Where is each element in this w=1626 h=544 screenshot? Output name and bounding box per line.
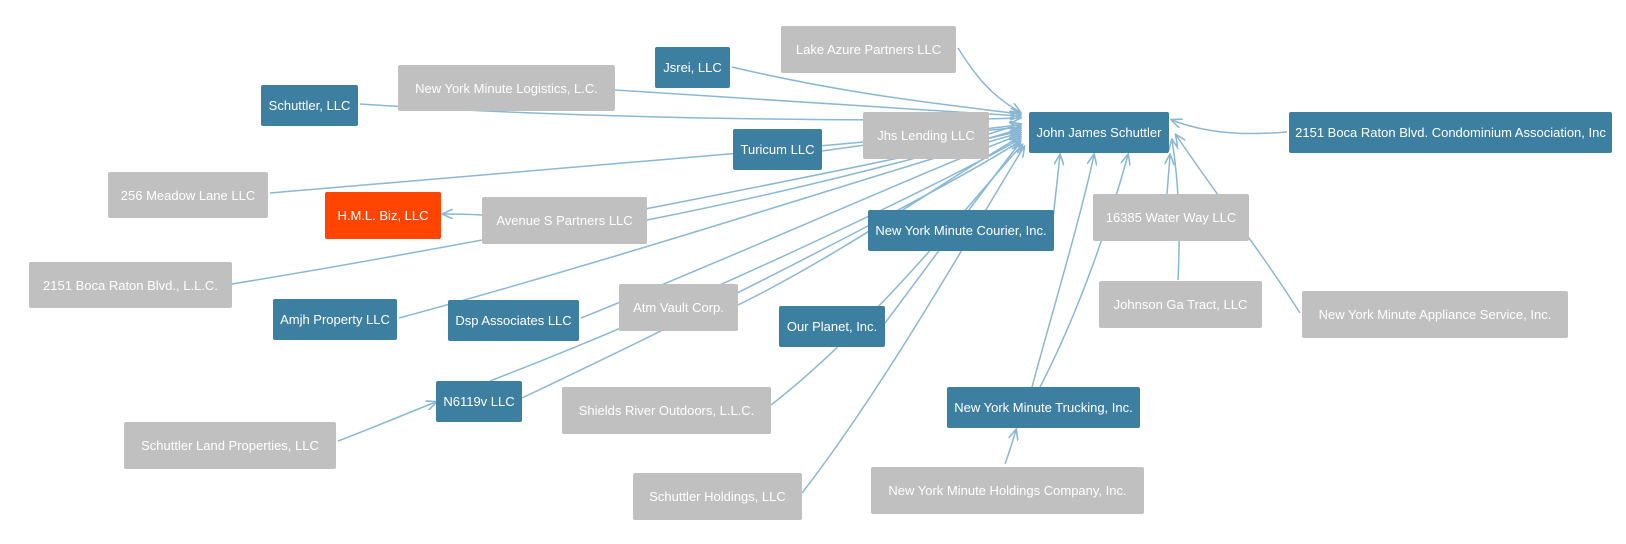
- node-new-york-minute-appliance-service[interactable]: New York Minute Appliance Service, Inc.: [1302, 291, 1568, 338]
- edge-land-n6119: [337, 402, 436, 442]
- node-lake-azure-partners[interactable]: Lake Azure Partners LLC: [781, 26, 956, 73]
- node-boca-raton-condo-association[interactable]: 2151 Boca Raton Blvd. Condominium Associ…: [1289, 112, 1612, 153]
- node-schuttler-land-properties[interactable]: Schuttler Land Properties, LLC: [124, 422, 336, 469]
- node-new-york-minute-holdings-company[interactable]: New York Minute Holdings Company, Inc.: [871, 467, 1144, 514]
- node-new-york-minute-logistics[interactable]: New York Minute Logistics, L.C.: [398, 65, 615, 111]
- node-schuttler-holdings[interactable]: Schuttler Holdings, LLC: [633, 473, 802, 520]
- node-jsrei[interactable]: Jsrei, LLC: [655, 47, 730, 88]
- node-schuttler-llc[interactable]: Schuttler, LLC: [261, 85, 358, 126]
- node-jhs-lending[interactable]: Jhs Lending LLC: [863, 112, 989, 159]
- node-hml-biz[interactable]: H.M.L. Biz, LLC: [325, 192, 441, 239]
- edge-n6119b-john: [521, 141, 1020, 399]
- node-amjh-property[interactable]: Amjh Property LLC: [273, 299, 397, 340]
- node-256-meadow-lane[interactable]: 256 Meadow Lane LLC: [108, 172, 268, 218]
- node-atm-vault-corp[interactable]: Atm Vault Corp.: [619, 284, 738, 331]
- node-johnson-ga-tract[interactable]: Johnson Ga Tract, LLC: [1099, 281, 1262, 328]
- node-avenue-s-partners[interactable]: Avenue S Partners LLC: [482, 197, 647, 244]
- edge-trucking-john-a: [1031, 155, 1094, 388]
- node-turicum[interactable]: Turicum LLC: [733, 129, 822, 170]
- node-dsp-associates[interactable]: Dsp Associates LLC: [448, 300, 579, 341]
- edge-trucking-john-b: [1039, 155, 1128, 388]
- edge-boca-assn-john: [1172, 120, 1288, 135]
- node-16385-water-way[interactable]: 16385 Water Way LLC: [1093, 194, 1249, 241]
- edge-shields-john: [770, 145, 1022, 406]
- node-2151-boca-raton-llc[interactable]: 2151 Boca Raton Blvd., L.L.C.: [29, 262, 232, 308]
- edge-avenue-hml: [443, 214, 483, 215]
- node-n6119v[interactable]: N6119v LLC: [436, 381, 522, 422]
- edge-jsrei-john: [731, 66, 1020, 114]
- node-our-planet[interactable]: Our Planet, Inc.: [779, 306, 885, 347]
- node-john-james-schuttler[interactable]: John James Schuttler: [1029, 112, 1169, 153]
- edge-nymhc-trucking: [1004, 430, 1016, 465]
- edge-holdings-john: [801, 147, 1024, 494]
- edge-water-john: [1167, 155, 1170, 195]
- node-shields-river-outdoors[interactable]: Shields River Outdoors, L.L.C.: [562, 387, 771, 434]
- edge-lake-john: [957, 47, 1020, 112]
- node-new-york-minute-trucking[interactable]: New York Minute Trucking, Inc.: [947, 387, 1140, 428]
- edge-n6119-john: [489, 139, 1020, 382]
- node-new-york-minute-courier[interactable]: New York Minute Courier, Inc.: [868, 210, 1054, 251]
